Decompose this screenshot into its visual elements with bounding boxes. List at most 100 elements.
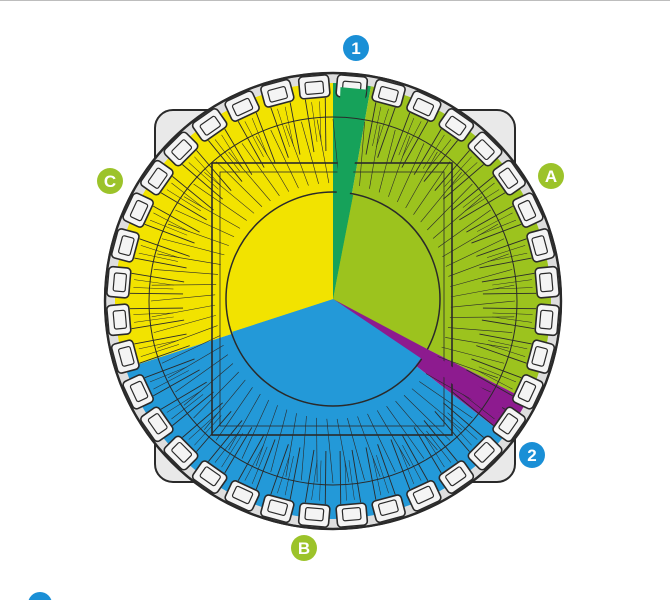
seat-edge [324,450,327,505]
seat-slot [199,466,221,487]
seat-edge [479,333,532,345]
seat [122,192,200,244]
seat-slot [473,139,495,161]
seat-rib [133,287,174,290]
spoke [437,209,491,248]
seat [140,159,214,221]
seat-rib [492,279,532,286]
seat-slot [147,167,168,189]
seat-edge [224,128,253,175]
seat-rib [188,162,219,190]
spoke [255,135,290,192]
spoke [175,354,229,393]
seat-rib [492,312,533,315]
spoke [388,135,411,197]
seat-slot [129,199,149,222]
seat [163,131,232,200]
seat-rib [277,108,290,148]
spoke [448,253,509,277]
seat [110,333,190,374]
spoke [403,395,451,441]
seat-edge [270,107,289,158]
seat-slot [129,380,149,403]
sector-c-center [226,193,333,332]
seat [476,228,556,269]
seat-back [106,265,132,299]
marker-2: 2 [519,442,545,468]
seat-rib [319,101,322,142]
seat-edge [466,205,513,233]
seat-slot [118,235,135,257]
spoke [326,418,334,484]
seat [452,159,526,221]
seat-rib [171,394,204,420]
seat-rib [444,415,472,446]
spoke [395,400,438,451]
seat-back [106,303,132,337]
seat-back [260,494,295,524]
seat-slot [147,413,168,435]
seat [434,131,503,200]
seat-rib [138,340,178,350]
spoke [157,325,218,349]
spoke [432,196,483,239]
seat-rib [188,412,219,440]
seat-back [163,131,199,167]
seat-edge [351,449,362,503]
seat-back [224,90,260,122]
seat-slot [445,115,467,136]
seat-back [438,108,475,142]
seat-edge [339,450,342,505]
spoke [228,393,261,451]
seat-rib [244,445,264,481]
top-divider [0,0,670,1]
spoke [413,161,451,215]
seat-edge [476,345,527,364]
seat-rib [488,340,528,350]
seat-rib [214,430,240,463]
seat-back [406,90,442,122]
seat-rib [166,189,201,212]
seat-rib [277,454,290,494]
seat-back [492,159,526,196]
seat-back [467,131,503,167]
seat-back [140,406,174,443]
marker-a: A [538,163,564,189]
seat-edge [208,140,243,182]
spoke [437,356,499,379]
sector-2-center [333,299,427,359]
seat-edge [390,112,411,163]
seat-slot [112,272,128,293]
seat-slot [171,139,193,161]
spoke [285,413,297,477]
seat-slot [171,441,193,463]
seat-edge [377,107,396,158]
seat-edge [160,381,207,410]
seat-rib [138,252,178,262]
seat-slot [199,115,221,136]
seat-rib [376,108,389,148]
seat [110,228,190,269]
seat-rib [462,394,495,420]
seat-rib [492,316,532,323]
seat [224,434,276,512]
seat-rib [465,189,500,212]
seat-edge [134,333,187,345]
spoke [357,416,381,477]
center-disc [226,87,505,419]
seat-back [335,502,369,528]
spoke [204,379,246,430]
marker-c: C [97,168,123,194]
outer-rim [103,71,563,531]
seat-rib [478,366,517,383]
seat-edge [182,164,223,200]
seat [434,402,503,471]
seat-edge [172,391,214,426]
seat-slot [377,499,399,516]
seat-edge [413,128,442,175]
spoke [420,172,462,223]
seat-edge [153,369,200,397]
seat-back [371,78,406,108]
seat-back [122,374,154,410]
seat-edge [459,192,506,221]
